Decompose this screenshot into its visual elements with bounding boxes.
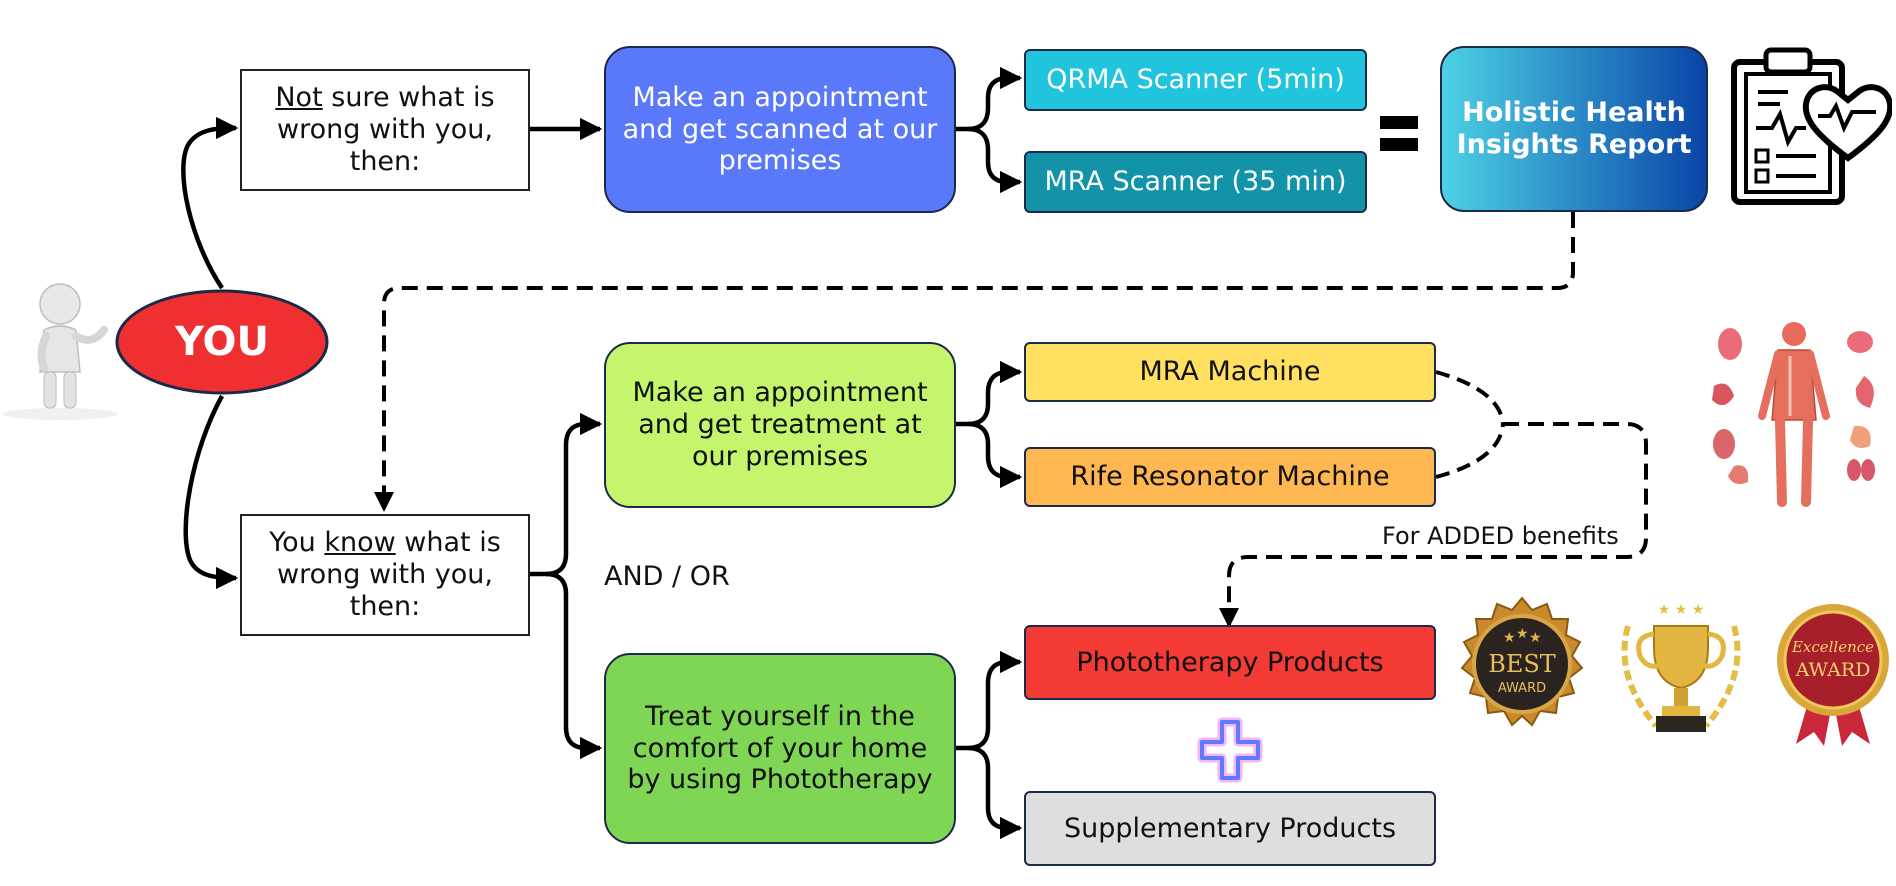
qrma-scanner-box: QRMA Scanner (5min) [1024,49,1367,111]
treatment-step-text: Make an appointment and get treatment at… [632,377,928,472]
know-box: You know what is wrong with you, then: [240,514,530,636]
arrow-you-to-know [183,394,239,590]
home-step-box: Treat yourself in the comfort of your ho… [604,653,956,844]
svg-text:★ ★ ★: ★ ★ ★ [1658,602,1705,618]
excellence-award-line1: Excellence [1791,638,1874,656]
you-label: YOU [174,319,269,365]
excellence-award-line2: AWARD [1795,659,1871,681]
arrow-home-to-phototherapy [956,650,1023,751]
dashed-rife-merge [1435,423,1505,479]
not-text: Not [275,82,323,114]
you-node: YOU [115,289,329,395]
excellence-award-badge-icon: Excellence AWARD [1777,604,1889,746]
scan-step-text: Make an appointment and get scanned at o… [622,81,938,177]
treatment-step-box: Make an appointment and get treatment at… [604,342,956,508]
home-step-text: Treat yourself in the comfort of your ho… [627,700,933,796]
mra-machine-label: MRA Machine [1139,356,1321,388]
phototherapy-products-box: Phototherapy Products [1024,625,1436,700]
arrow-scan-to-mra-scanner [967,126,1023,194]
supplementary-products-label: Supplementary Products [1063,812,1397,844]
rife-machine-box: Rife Resonator Machine [1024,447,1436,507]
qrma-scanner-label: QRMA Scanner (5min) [1046,64,1345,96]
arrow-know-to-treatment [530,412,603,577]
and-or-label: AND / OR [604,561,730,592]
best-award-line1: BEST [1488,650,1556,678]
arrow-you-to-not-sure [181,116,239,290]
arrow-treatment-to-rife [967,421,1023,489]
arrow-scan-to-qrma [956,66,1023,132]
mra-scanner-box: MRA Scanner (35 min) [1024,151,1367,213]
report-label: Holistic Health Insights Report [1456,97,1692,160]
not-sure-box: Not sure what is wrong with you, then: [240,69,530,191]
supplementary-products-box: Supplementary Products [1024,791,1436,866]
anatomy-figure-icon [1712,322,1875,507]
arrow-home-to-supplementary [967,745,1023,840]
person-figure-icon [2,283,118,420]
mra-machine-box: MRA Machine [1024,342,1436,402]
dashed-machines-to-phototherapy [1219,422,1648,628]
svg-text:★: ★ [1503,630,1516,646]
phototherapy-products-label: Phototherapy Products [1076,646,1384,678]
arrow-treatment-to-mra-machine [956,360,1023,427]
report-box: Holistic Health Insights Report [1440,46,1708,212]
equals-icon [1380,116,1418,154]
mra-scanner-label: MRA Scanner (35 min) [1044,166,1347,198]
clipboard-heart-icon [1731,47,1892,205]
trophy-icon: ★ ★ ★ [1621,602,1741,732]
added-benefits-label: For ADDED benefits [1382,522,1619,550]
best-award-badge-icon: ★ ★ ★ BEST AWARD [1460,596,1584,727]
know-rest: what is wrong with you, then: [277,527,501,622]
plus-neon-icon [1197,717,1263,783]
know-text: know [324,527,396,559]
not-sure-rest: sure what is wrong with you, then: [277,82,495,177]
dashed-report-to-know [374,212,1575,512]
dashed-mra-machine-merge [1435,370,1505,425]
svg-text:★: ★ [1529,630,1542,646]
know-prefix: You [269,527,325,559]
arrow-know-to-home [545,571,603,760]
scan-step-box: Make an appointment and get scanned at o… [604,46,956,213]
best-award-line2: AWARD [1498,681,1546,696]
rife-machine-label: Rife Resonator Machine [1070,461,1390,493]
svg-text:★: ★ [1516,626,1529,642]
